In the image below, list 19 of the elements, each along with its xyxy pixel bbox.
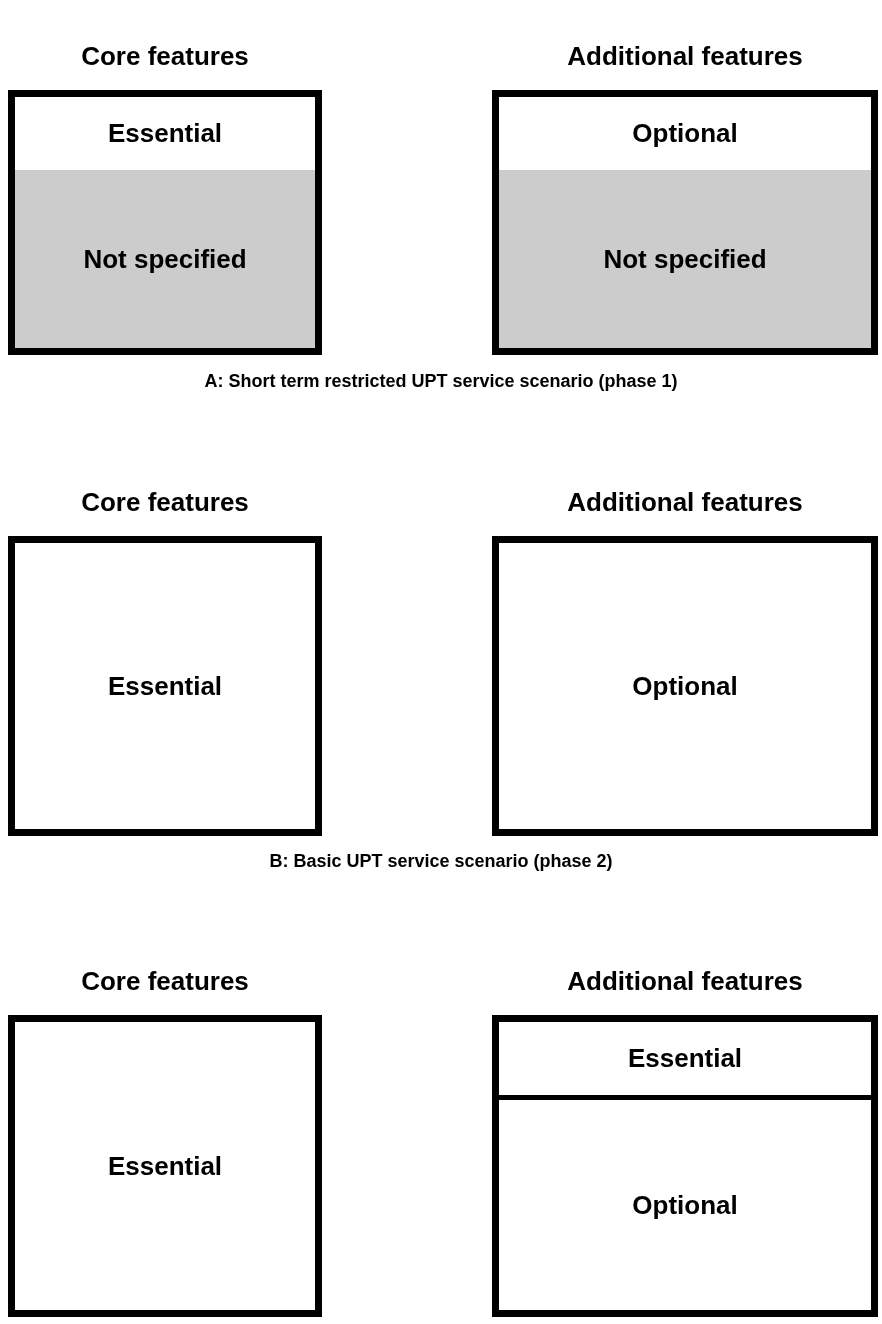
section-label: Essential — [107, 670, 223, 702]
section-label: Optional — [632, 1189, 738, 1221]
column-heading: Additional features — [567, 486, 803, 518]
section-label: Not specified — [603, 243, 767, 275]
section-band — [499, 170, 871, 348]
scenario-caption: B: Basic UPT service scenario (phase 2) — [268, 851, 614, 872]
scenario-caption: A: Short term restricted UPT service scenario (phase 1) — [203, 371, 679, 392]
section-label: Essential — [107, 118, 223, 149]
column-heading: Core features — [81, 40, 249, 72]
section-label: Essential — [627, 1043, 743, 1074]
section-band — [15, 170, 315, 348]
column-heading: Core features — [81, 486, 249, 518]
column-heading: Core features — [81, 965, 249, 997]
column-heading: Additional features — [567, 965, 803, 997]
section-label: Not specified — [83, 243, 247, 275]
section-label: Optional — [632, 118, 738, 149]
section-label: Essential — [107, 1150, 223, 1182]
section-label: Optional — [632, 670, 738, 702]
column-heading: Additional features — [567, 40, 803, 72]
